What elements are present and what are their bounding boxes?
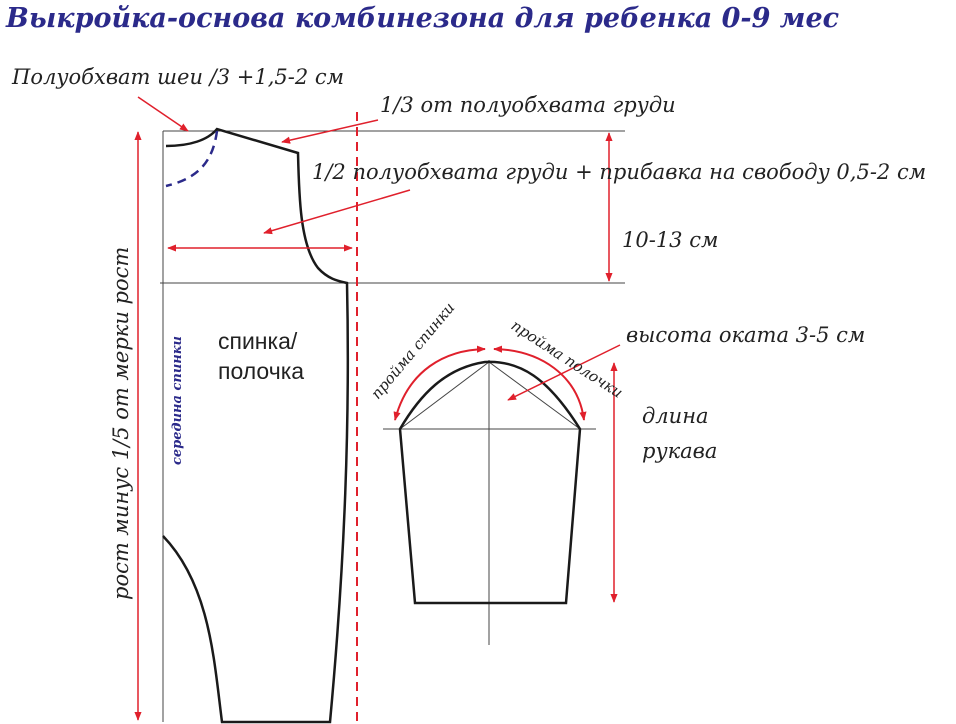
sleeve-piece	[383, 360, 596, 645]
page-title: Выкройка-основа комбинезона для ребенка …	[5, 3, 839, 34]
sleeve-length-label-1: длина	[642, 404, 709, 428]
neckline-front-dashed	[165, 130, 219, 188]
chest-half-arrow	[263, 189, 411, 235]
front-armhole-arrow	[493, 345, 587, 421]
chest-third-label: 1/3 от полуобхвата груди	[380, 93, 676, 117]
neck-label: Полуобхват шеи /3 +1,5-2 см	[11, 65, 344, 89]
chest-half-label: 1/2 полуобхвата груди + прибавка на своб…	[312, 160, 926, 184]
piece-name-line2: полочка	[218, 358, 304, 384]
neck-arrow	[137, 96, 189, 132]
piece-name-line1: спинка/	[218, 328, 298, 354]
body-outline	[162, 127, 350, 724]
cap-height-arrow	[507, 344, 621, 401]
body-piece	[160, 112, 625, 724]
chest-third-arrow	[281, 119, 379, 144]
cap-height-label: высота оката 3-5 см	[626, 323, 865, 347]
armhole-depth-label: 10-13 см	[622, 228, 718, 252]
center-back-label: середина спинки	[170, 336, 185, 465]
back-armhole-arrow	[393, 345, 486, 421]
sleeve-outline	[398, 360, 582, 605]
height-label: рост минус 1/5 от мерки рост	[109, 247, 133, 600]
cap-diagonal-left	[399, 361, 490, 430]
back-armhole-label: пройма спинки	[367, 299, 458, 403]
sleeve-length-label-2: рукава	[642, 439, 717, 463]
